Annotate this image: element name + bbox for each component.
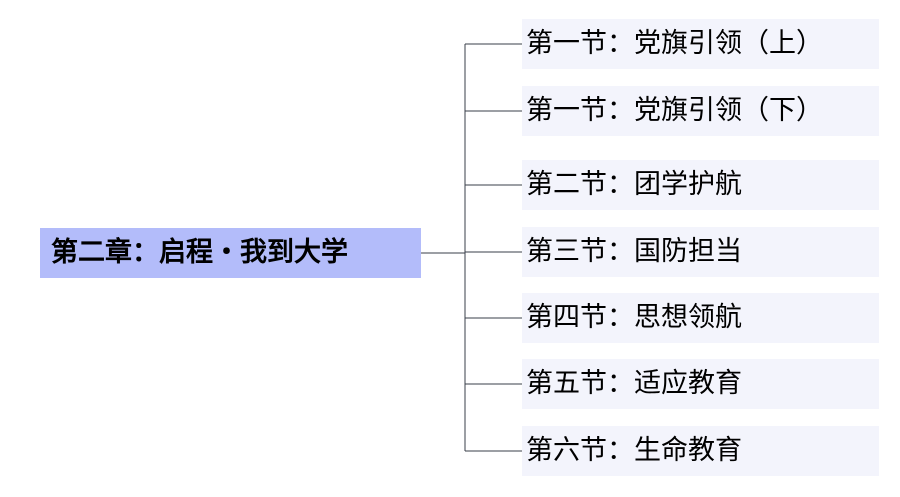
subtopic-label: 第四节：思想领航: [526, 302, 742, 333]
subtopic-4[interactable]: 第三节：国防担当: [522, 227, 879, 277]
subtopic-label: 第三节：国防担当: [526, 236, 742, 267]
subtopic-2[interactable]: 第一节：党旗引领（下）: [522, 86, 879, 136]
subtopic-1[interactable]: 第一节：党旗引领（上）: [522, 19, 879, 69]
subtopic-label: 第五节：适应教育: [526, 368, 742, 399]
subtopic-label: 第二节：团学护航: [526, 169, 742, 200]
subtopic-7[interactable]: 第六节：生命教育: [522, 426, 879, 476]
subtopic-label: 第一节：党旗引领（上）: [526, 28, 823, 59]
subtopic-6[interactable]: 第五节：适应教育: [522, 359, 879, 409]
subtopic-5[interactable]: 第四节：思想领航: [522, 293, 879, 343]
root-topic[interactable]: 第二章：启程・我到大学: [40, 228, 421, 278]
subtopic-label: 第一节：党旗引领（下）: [526, 95, 823, 126]
subtopic-label: 第六节：生命教育: [526, 435, 742, 466]
root-topic-label: 第二章：启程・我到大学: [51, 237, 348, 268]
subtopic-3[interactable]: 第二节：团学护航: [522, 160, 879, 210]
